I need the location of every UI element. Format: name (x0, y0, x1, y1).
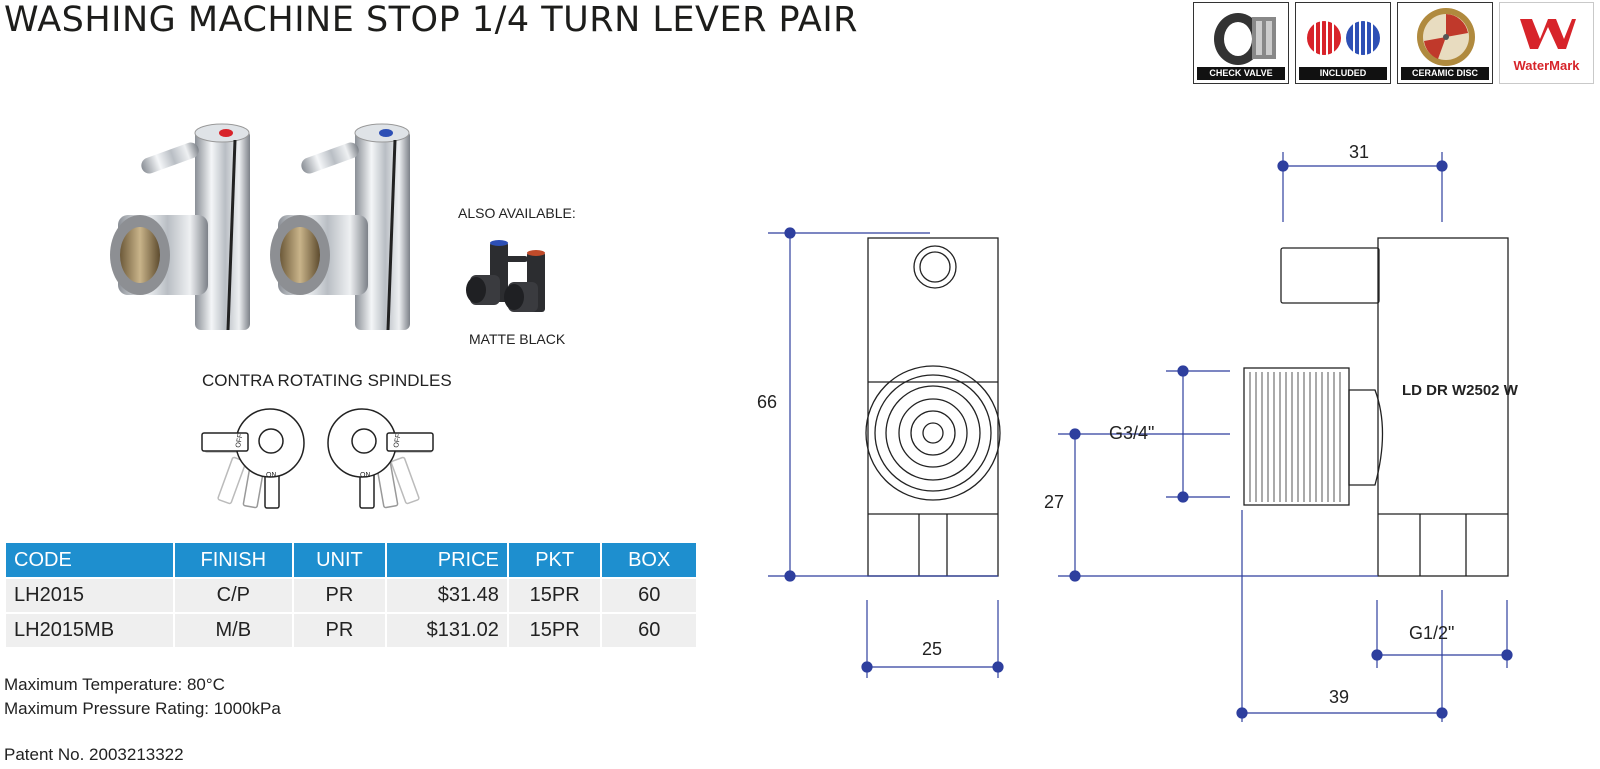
dimension-39: 39 (1329, 687, 1350, 707)
col-pkt: PKT (508, 543, 601, 577)
col-unit: UNIT (293, 543, 386, 577)
chrome-valve-hot (110, 123, 250, 331)
check-valve-badge: CHECK VALVE (1193, 2, 1289, 84)
cell-pkt: 15PR (508, 579, 601, 612)
spindle-diagram-left (201, 408, 305, 509)
spindle-diagram-right (327, 408, 434, 509)
included-caption: INCLUDED (1299, 67, 1387, 80)
max-temperature-note: Maximum Temperature: 80°C (4, 675, 225, 694)
on-label-right: ON (360, 472, 371, 479)
hot-cold-indicator-icon (1307, 21, 1380, 55)
col-price: PRICE (387, 543, 507, 577)
thread-lines (1249, 372, 1341, 502)
ceramic-disc-caption: CERAMIC DISC (1401, 67, 1489, 80)
patent-number: Patent No. 2003213322 (4, 745, 184, 764)
col-finish: FINISH (174, 543, 292, 577)
table-header-row: CODE FINISH UNIT PRICE PKT BOX (6, 543, 696, 577)
cell-price: $131.02 (387, 614, 507, 647)
pricing-table: CODE FINISH UNIT PRICE PKT BOX LH2015 C/… (4, 541, 698, 649)
page-title: WASHING MACHINE STOP 1/4 TURN LEVER PAIR (4, 0, 858, 40)
contra-rotating-heading: CONTRA ROTATING SPINDLES (202, 371, 452, 390)
cell-box: 60 (602, 579, 696, 612)
dimension-g34: G3/4" (1109, 423, 1155, 443)
watermark-badge: WaterMark (1499, 2, 1594, 84)
dimension-g12: G1/2" (1409, 623, 1455, 643)
product-illustrations: OFF ON OFF ON (110, 123, 545, 509)
table-row: LH2015MB M/B PR $131.02 15PR 60 (6, 614, 696, 647)
dimension-66: 66 (757, 392, 778, 412)
side-view-outline (1243, 237, 1509, 577)
dimension-lines (768, 152, 1513, 722)
ceramic-disc-badge: CERAMIC DISC (1397, 2, 1493, 84)
cell-price: $31.48 (387, 579, 507, 612)
matte-black-label: MATTE BLACK (469, 331, 566, 347)
cell-pkt: 15PR (508, 614, 601, 647)
col-box: BOX (602, 543, 696, 577)
dimension-27: 27 (1044, 492, 1065, 512)
valve-body-marking: LD DR W2502 W (1402, 382, 1519, 399)
table-row: LH2015 C/P PR $31.48 15PR 60 (6, 579, 696, 612)
on-label-left: ON (266, 472, 277, 479)
cell-unit: PR (293, 579, 386, 612)
front-view-outline (865, 237, 1001, 577)
off-label-left: OFF (235, 433, 244, 448)
cell-code: LH2015 (6, 579, 173, 612)
max-pressure-note: Maximum Pressure Rating: 1000kPa (4, 699, 281, 718)
cell-finish: C/P (174, 579, 292, 612)
cell-finish: M/B (174, 614, 292, 647)
off-label-right: OFF (393, 433, 402, 448)
watermark-logo-icon (1520, 19, 1576, 49)
check-valve-icon (1214, 13, 1276, 65)
check-valve-caption: CHECK VALVE (1197, 67, 1285, 80)
also-available-label: ALSO AVAILABLE: (458, 205, 576, 221)
watermark-label: WaterMark (1513, 58, 1580, 73)
col-code: CODE (6, 543, 173, 577)
included-badge: INCLUDED (1295, 2, 1391, 84)
ceramic-disc-icon (1417, 8, 1475, 66)
cell-unit: PR (293, 614, 386, 647)
dimension-31: 31 (1349, 142, 1370, 162)
cell-box: 60 (602, 614, 696, 647)
chrome-valve-cold (270, 123, 410, 331)
cell-code: LH2015MB (6, 614, 173, 647)
matte-black-valves (466, 240, 545, 312)
dimension-25: 25 (922, 639, 943, 659)
